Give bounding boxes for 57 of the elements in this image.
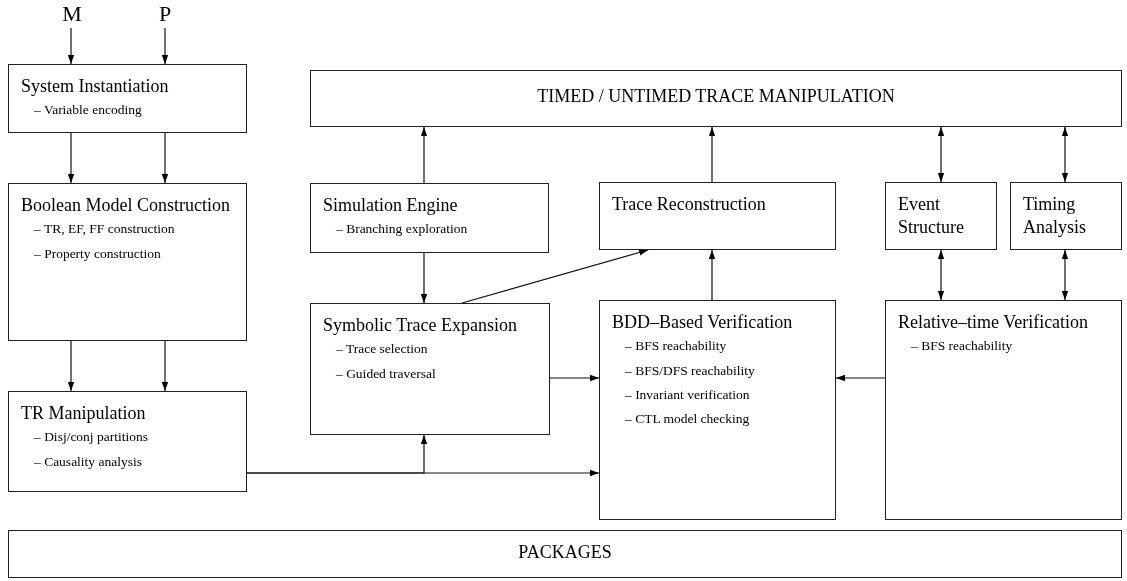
arrow xyxy=(708,126,716,183)
process-box xyxy=(885,182,997,250)
process-box xyxy=(599,300,836,520)
bullet-item: – Invariant verification xyxy=(625,386,750,403)
arrow xyxy=(549,374,600,382)
box-title: Simulation Engine xyxy=(323,194,458,217)
arrow xyxy=(67,132,75,184)
bullet-item: – CTL model checking xyxy=(625,410,750,428)
arrow xyxy=(420,252,428,304)
arrow xyxy=(246,469,600,477)
bullet-item: – BFS/DFS reachability xyxy=(625,362,755,379)
bullet-item: – Guided traversal xyxy=(336,365,436,382)
arrow xyxy=(420,126,428,184)
arrow xyxy=(835,374,886,382)
arrow xyxy=(1061,126,1069,183)
arrow xyxy=(1061,249,1069,301)
box-title: Event Structure xyxy=(898,193,965,240)
process-box xyxy=(8,64,247,133)
process-box xyxy=(885,300,1122,520)
box-title: TIMED / UNTIMED TRACE MANIPULATION xyxy=(537,85,895,109)
arrow xyxy=(937,126,945,183)
input-label: P xyxy=(158,0,172,29)
bullet-item: – Trace selection xyxy=(336,341,428,358)
bullet-item: – Causality analysis xyxy=(34,453,142,470)
box-title: TR Manipulation xyxy=(21,402,146,425)
process-box xyxy=(310,303,550,435)
box-title: Boolean Model Construction xyxy=(21,194,230,217)
process-box xyxy=(310,183,549,253)
process-box xyxy=(8,183,247,341)
bullet-item: – BFS reachability xyxy=(625,338,727,355)
process-box xyxy=(1010,182,1122,250)
input-label: M xyxy=(62,0,82,29)
arrow xyxy=(67,27,75,65)
arrow xyxy=(461,249,649,304)
process-box xyxy=(599,182,836,250)
arrow xyxy=(161,340,169,392)
box-title: System Instantiation xyxy=(21,75,169,98)
bullet-item: – Branching exploration xyxy=(336,221,468,238)
box-title: Trace Reconstruction xyxy=(612,193,766,216)
box-title: BDD–Based Verification xyxy=(612,311,793,334)
box-title: Relative–time Verification xyxy=(898,311,1089,334)
box-title: Symbolic Trace Expansion xyxy=(323,314,517,337)
arrow xyxy=(161,27,169,65)
bullet-item: – Property construction xyxy=(34,245,161,262)
arrow xyxy=(161,132,169,184)
bullet-item: – BFS reachability xyxy=(911,338,1013,355)
arrow xyxy=(937,249,945,301)
bullet-item: – TR, EF, FF construction xyxy=(34,221,175,238)
box-title: PACKAGES xyxy=(518,540,612,564)
box-title: Timing Analysis xyxy=(1023,193,1087,240)
arrow xyxy=(67,340,75,392)
bullet-item: – Variable encoding xyxy=(34,102,142,119)
bullet-item: – Disj/conj partitions xyxy=(34,429,148,446)
layer-box xyxy=(8,530,1122,578)
arrow xyxy=(708,249,716,301)
process-box xyxy=(8,391,247,492)
layer-box xyxy=(310,70,1122,127)
